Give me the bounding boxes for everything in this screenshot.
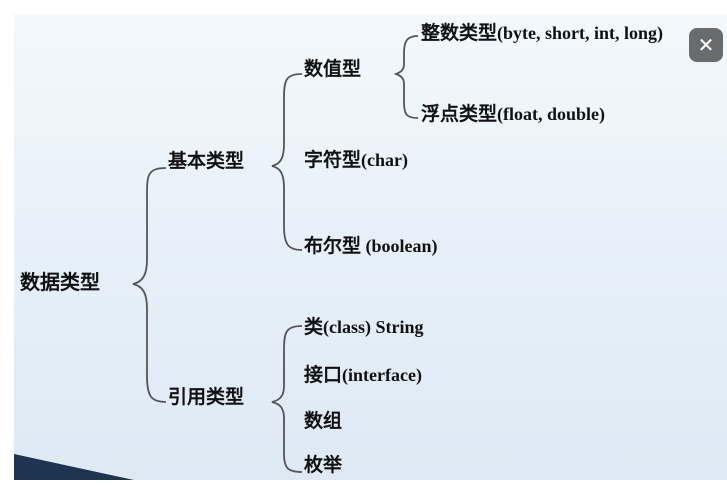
reference-brace xyxy=(271,325,303,473)
top-margin xyxy=(0,0,727,14)
enum-node: 枚举 xyxy=(304,456,342,475)
interface-node: 接口(interface) xyxy=(304,366,422,385)
integer-types-label: 整数类型 xyxy=(421,22,498,44)
interface-label: 接口 xyxy=(304,364,343,386)
char-detail: (char) xyxy=(361,150,408,170)
array-node: 数组 xyxy=(304,412,342,431)
reference-types-label: 引用类型 xyxy=(168,386,245,408)
enum-label: 枚举 xyxy=(304,454,343,476)
root-node: 数据类型 xyxy=(20,272,100,292)
basic-types-node: 基本类型 xyxy=(168,152,244,171)
left-margin xyxy=(0,0,14,486)
numeric-label: 数值型 xyxy=(304,58,362,80)
basic-types-label: 基本类型 xyxy=(168,150,245,172)
class-detail: (class) String xyxy=(323,317,424,337)
integer-types-node: 整数类型(byte, short, int, long) xyxy=(421,24,663,43)
boolean-node: 布尔型 (boolean) xyxy=(304,237,438,256)
bottom-accent-band xyxy=(14,454,134,480)
float-types-node: 浮点类型(float, double) xyxy=(421,105,605,124)
class-label: 类 xyxy=(304,316,324,338)
boolean-label: 布尔型 xyxy=(304,235,362,257)
array-label: 数组 xyxy=(304,410,343,432)
char-node: 字符型(char) xyxy=(304,151,408,170)
numeric-node: 数值型 xyxy=(304,60,361,79)
char-label: 字符型 xyxy=(304,149,362,171)
float-types-detail: (float, double) xyxy=(497,104,606,124)
integer-types-detail: (byte, short, int, long) xyxy=(497,23,664,43)
interface-detail: (interface) xyxy=(342,365,422,385)
float-types-label: 浮点类型 xyxy=(421,103,498,125)
root-label: 数据类型 xyxy=(20,270,100,294)
root-brace xyxy=(132,167,167,403)
numeric-brace xyxy=(393,35,419,119)
brace-lines xyxy=(14,35,419,480)
class-node: 类(class) String xyxy=(304,318,424,337)
basic-brace xyxy=(271,73,303,251)
diagram-slide: 数据类型 基本类型 引用类型 数值型 整数类型(byte, short, int… xyxy=(14,14,727,480)
reference-types-node: 引用类型 xyxy=(168,388,244,407)
boolean-detail: (boolean) xyxy=(361,236,438,256)
close-icon[interactable]: ✕ xyxy=(689,28,723,62)
